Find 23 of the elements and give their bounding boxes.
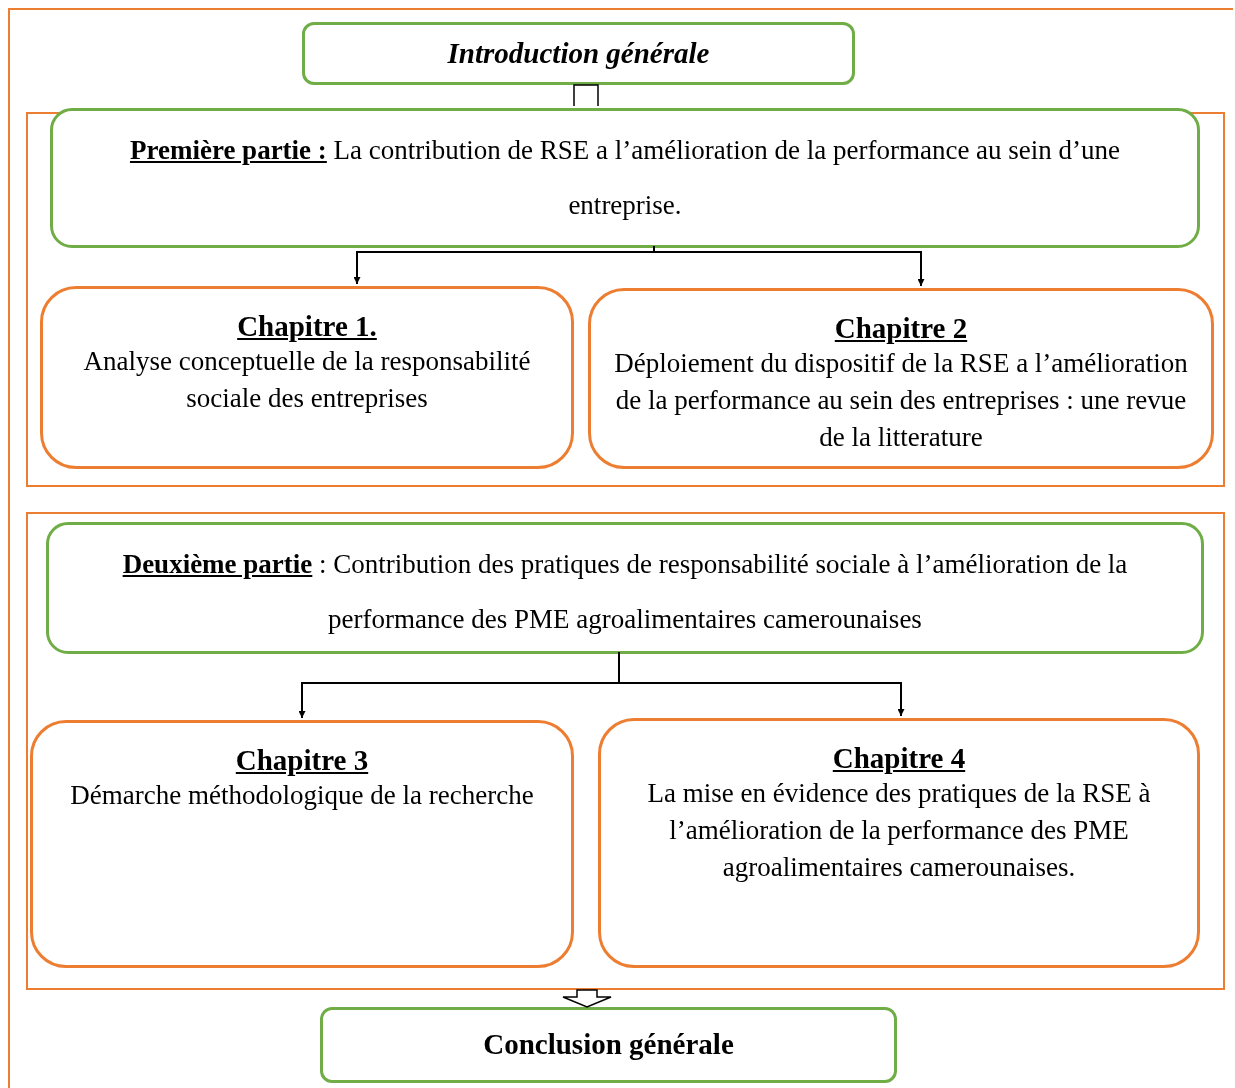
- part-description: Deuxième partie : Contribution des pratiques de responsabilité sociale à l’amélioration de la performance des PME agroalimentaires camerounaises: [121, 548, 1129, 636]
- part-box: [46, 522, 1204, 654]
- chapter-description: La mise en évidence des pratiques de la RSE à l’amélioration de la performance des PME agroalimentaires camerounaises.: [646, 777, 1152, 884]
- title-box: [320, 1007, 897, 1083]
- block-arrow: [562, 989, 612, 1008]
- chapter-heading: Chapitre 1.: [237, 309, 377, 343]
- node-title: Introduction générale: [447, 35, 710, 71]
- chapter-heading: Chapitre 4: [832, 741, 966, 775]
- chapter-box: [40, 286, 574, 469]
- chapter-box: [598, 718, 1200, 968]
- chapter-heading: Chapitre 3: [235, 743, 369, 777]
- chapter-box: [588, 288, 1214, 469]
- node-title: Conclusion générale: [483, 1027, 734, 1063]
- block-connector: [573, 84, 599, 107]
- title-box: [302, 22, 855, 85]
- part-box: [50, 108, 1200, 248]
- chapter-description: Déploiement du dispositif de la RSE a l’amélioration de la performance au sein des entreprises : une revue de la litterature: [613, 347, 1189, 454]
- chapter-description: Démarche méthodologique de la recherche: [70, 779, 534, 812]
- section-frame: [26, 512, 1225, 990]
- part-description: Première partie : La contribution de RSE a l’amélioration de la performance au sein d’une entreprise.: [128, 134, 1122, 222]
- chapter-heading: Chapitre 2: [834, 311, 968, 345]
- chapter-description: Analyse conceptuelle de la responsabilité sociale des entreprises: [82, 345, 532, 415]
- chapter-box: [30, 720, 574, 968]
